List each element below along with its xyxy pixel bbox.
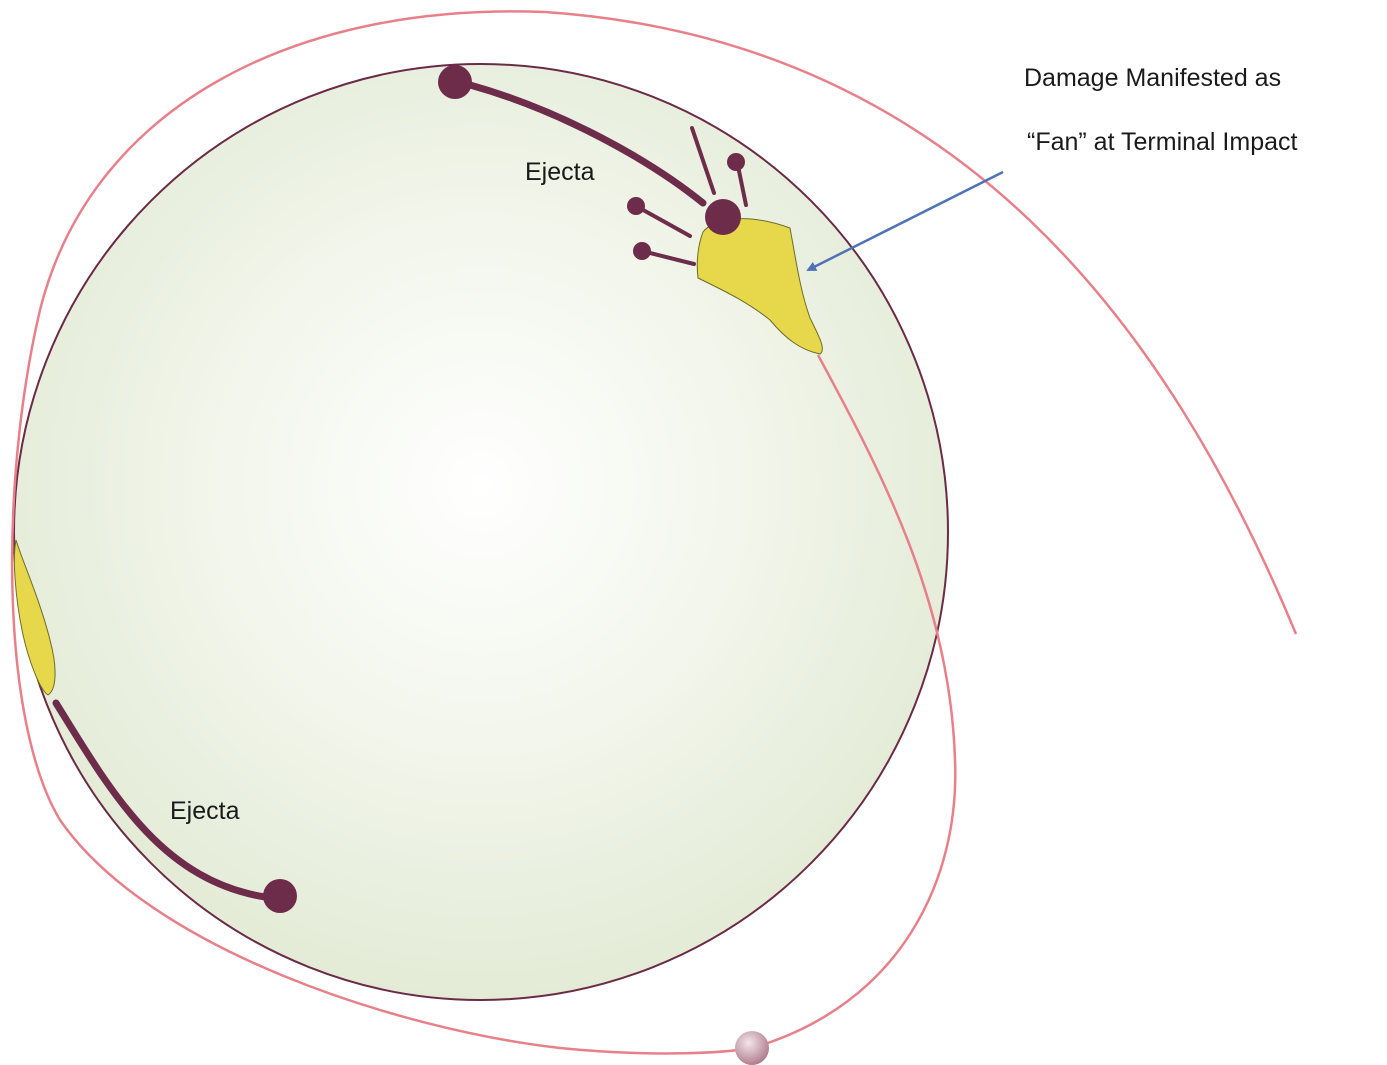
ejecta-arc-top — [466, 81, 707, 207]
ejecta-particle-2 — [627, 197, 645, 215]
ejecta-arc-bottom — [52, 699, 269, 901]
damage-patch-left — [13, 539, 56, 696]
pointer-arrow — [806, 170, 1004, 272]
satellite-object — [735, 1031, 769, 1065]
ejecta-particle-top — [438, 65, 472, 99]
impact-fragment — [705, 199, 741, 235]
damage-fan — [696, 218, 823, 355]
damage-label-line1: Damage Manifested as — [1024, 64, 1282, 92]
damage-label-line2: “Fan” at Terminal Impact — [1027, 128, 1298, 156]
ejecta-particle-3 — [633, 242, 651, 260]
ejecta-streak-2 — [736, 164, 748, 207]
ejecta-label-top: Ejecta — [525, 158, 595, 186]
ejecta-particle-1 — [727, 153, 745, 171]
orbit-path-outer — [10, 10, 1298, 1055]
orbit-path-inner — [751, 354, 957, 1050]
ejecta-particle-bottom — [263, 879, 297, 913]
ejecta-label-bottom: Ejecta — [170, 797, 240, 825]
ejecta-streak-1 — [690, 126, 716, 195]
ejecta-streak-3 — [634, 204, 692, 238]
planet-sphere — [13, 63, 949, 1001]
